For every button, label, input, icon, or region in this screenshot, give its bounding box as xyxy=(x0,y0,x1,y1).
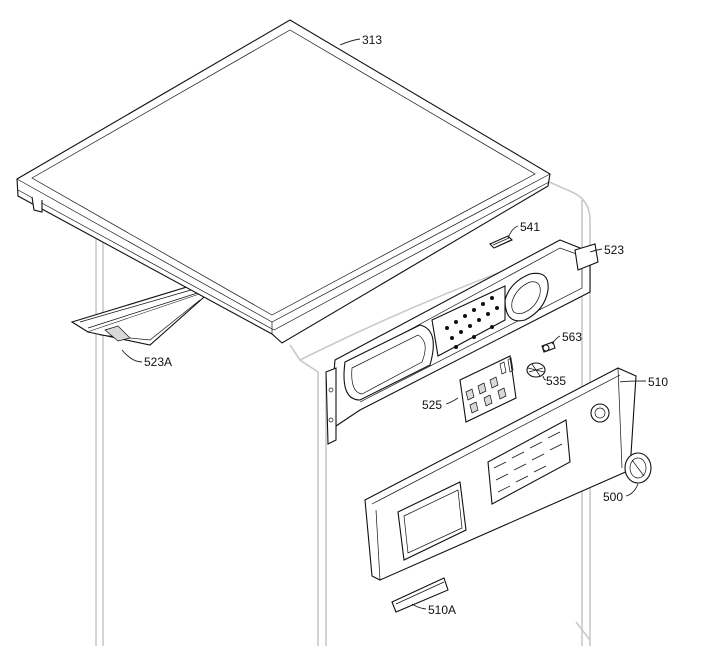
part-563-clip xyxy=(541,341,556,353)
label-510a: 510A xyxy=(428,603,456,617)
part-535-encoder xyxy=(526,362,546,378)
frame-button-holes xyxy=(445,296,499,349)
label-525: 525 xyxy=(422,398,442,412)
label-563: 563 xyxy=(562,330,582,344)
part-523a-support-rail xyxy=(70,282,214,346)
part-510-facia xyxy=(364,367,637,581)
label-523a: 523A xyxy=(144,355,172,369)
callout-labels: 313 541 523 563 535 510 525 500 523A 510… xyxy=(144,33,668,617)
label-535: 535 xyxy=(546,374,566,388)
leader-lines xyxy=(121,38,647,610)
label-313: 313 xyxy=(362,33,382,47)
part-541-clip xyxy=(489,235,513,249)
label-523: 523 xyxy=(604,243,624,257)
label-541: 541 xyxy=(520,220,540,234)
part-500-knob xyxy=(624,452,652,484)
facia-indicator-bars xyxy=(493,431,563,493)
label-510: 510 xyxy=(648,375,668,389)
part-510a-insert xyxy=(391,577,449,613)
part-313-top-cover xyxy=(16,19,551,344)
label-500: 500 xyxy=(603,490,623,504)
part-525-pcb xyxy=(459,355,517,423)
part-523-panel-frame xyxy=(325,239,599,445)
